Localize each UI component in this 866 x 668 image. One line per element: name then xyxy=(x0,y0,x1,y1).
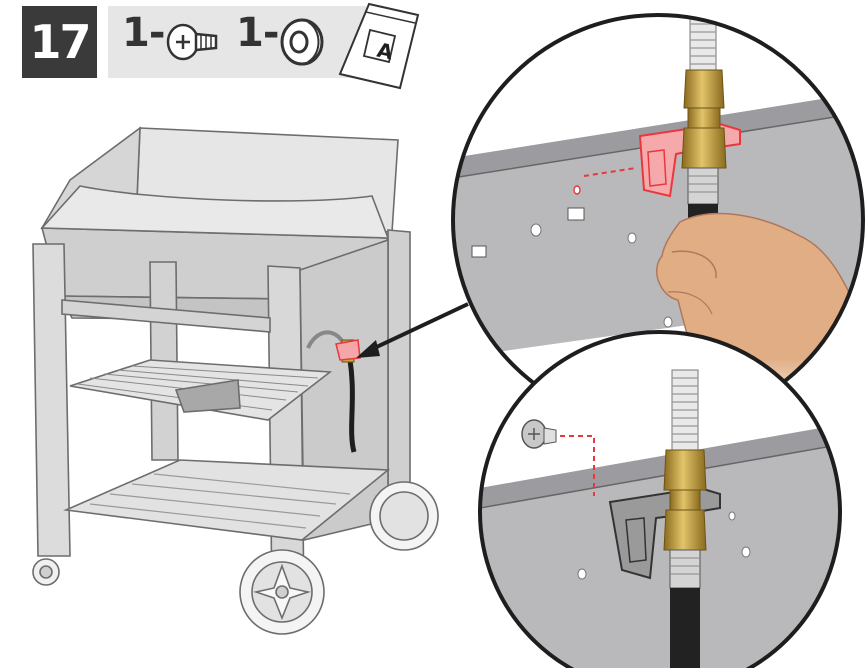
washer-icon xyxy=(282,20,322,64)
detail-bracket-screw xyxy=(480,332,866,668)
grill-cart xyxy=(33,128,438,634)
hardware-bag-label: A xyxy=(370,36,401,67)
screw-icon xyxy=(168,25,216,59)
